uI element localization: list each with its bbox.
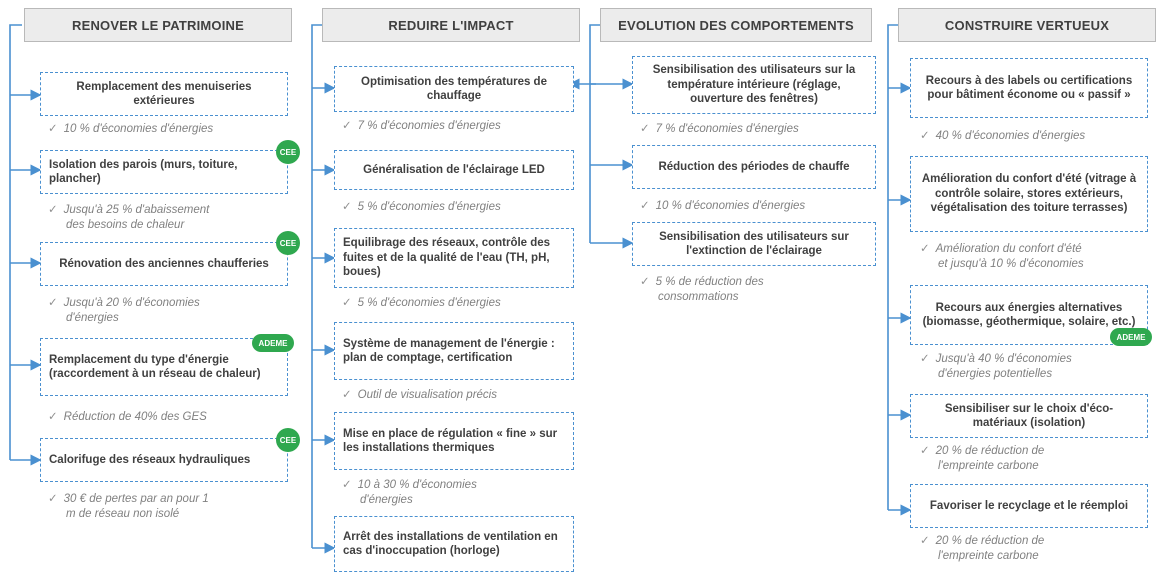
benefit-note: ✓5 % d'économies d'énergies	[342, 297, 501, 309]
action-box-eco-materiaux: Sensibiliser sur le choix d'éco-matériau…	[910, 394, 1148, 438]
action-box-management: Système de management de l'énergie : pla…	[334, 322, 574, 380]
action-box-ventilation: Arrêt des installations de ventilation e…	[334, 516, 574, 572]
action-box-labels: Recours à des labels ou certifications p…	[910, 58, 1148, 118]
benefit-note: ✓10 % d'économies d'énergies	[640, 200, 806, 212]
column-header-construire: CONSTRUIRE VERTUEUX	[898, 8, 1156, 42]
benefit-note: ✓10 % d'économies d'énergies	[48, 123, 214, 135]
action-box-recyclage: Favoriser le recyclage et le réemploi	[910, 484, 1148, 528]
action-box-regulation: Mise en place de régulation « fine » sur…	[334, 412, 574, 470]
cee-badge: CEE	[276, 140, 300, 164]
column-header-renover: RENOVER LE PATRIMOINE	[24, 8, 292, 42]
action-box-led: Généralisation de l'éclairage LED	[334, 150, 574, 190]
column-header-comportements: EVOLUTION DES COMPORTEMENTS	[600, 8, 872, 42]
action-box-isolation: Isolation des parois (murs, toiture, pla…	[40, 150, 288, 194]
benefit-note: ✓7 % d'économies d'énergies	[640, 123, 799, 135]
benefit-note: ✓40 % d'économies d'énergies	[920, 130, 1086, 142]
benefit-note: ✓Réduction de 40% des GES	[48, 411, 207, 423]
column-header-reduire: REDUIRE L'IMPACT	[322, 8, 580, 42]
action-box-menuiseries: Remplacement des menuiseries extérieures	[40, 72, 288, 116]
action-box-calorifuge: Calorifuge des réseaux hydrauliques	[40, 438, 288, 482]
action-box-chaufferies: Rénovation des anciennes chaufferies	[40, 242, 288, 286]
cee-badge: CEE	[276, 428, 300, 452]
action-box-type-energie: Remplacement du type d'énergie (raccorde…	[40, 338, 288, 396]
action-box-sensibilisation-temperature: Sensibilisation des utilisateurs sur la …	[632, 56, 876, 114]
benefit-note: ✓7 % d'économies d'énergies	[342, 120, 501, 132]
action-box-periodes-chauffe: Réduction des périodes de chauffe	[632, 145, 876, 189]
cee-badge: CEE	[276, 231, 300, 255]
benefit-note: ✓5 % d'économies d'énergies	[342, 201, 501, 213]
ademe-badge: ADEME	[252, 334, 294, 352]
action-box-confort-ete: Amélioration du confort d'été (vitrage à…	[910, 156, 1148, 232]
action-box-sensibilisation-eclairage: Sensibilisation des utilisateurs sur l'e…	[632, 222, 876, 266]
action-box-temperatures: Optimisation des températures de chauffa…	[334, 66, 574, 112]
action-box-equilibrage: Equilibrage des réseaux, contrôle des fu…	[334, 228, 574, 288]
benefit-note: ✓Outil de visualisation précis	[342, 389, 497, 401]
ademe-badge: ADEME	[1110, 328, 1152, 346]
action-box-energies-alternatives: Recours aux énergies alternatives (bioma…	[910, 285, 1148, 345]
